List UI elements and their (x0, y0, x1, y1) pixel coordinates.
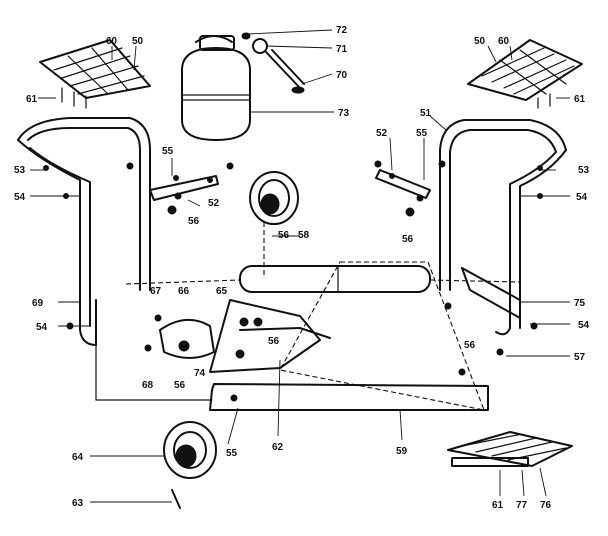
callout-50-left: 50 (132, 36, 144, 47)
propane-tank (181, 35, 251, 141)
callout-56-left: 56 (188, 216, 200, 227)
callout-54-right-top: 54 (576, 192, 588, 203)
leader-lines (30, 29, 570, 503)
callout-67: 67 (150, 286, 162, 297)
callout-56-lower: 56 (174, 380, 186, 391)
callout-56-mid: 56 (268, 336, 280, 347)
shelf-hidden-edges (279, 261, 485, 411)
callout-73: 73 (338, 108, 350, 119)
callout-65: 65 (216, 286, 228, 297)
callout-61-bottom: 61 (492, 500, 504, 511)
callout-64: 64 (72, 452, 84, 463)
callout-72: 72 (336, 25, 348, 36)
callout-56-rightlow: 56 (464, 340, 476, 351)
callout-63: 63 (72, 498, 84, 509)
callout-55-right: 55 (416, 128, 428, 139)
callout-61-left: 61 (26, 94, 38, 105)
left-frame-leg (17, 117, 151, 346)
callout-71: 71 (336, 44, 348, 55)
lower-wheel (163, 421, 217, 509)
callout-54-left-top: 54 (14, 192, 26, 203)
callout-56-center: 56 (278, 230, 290, 241)
callout-52-right: 52 (376, 128, 388, 139)
upper-wheel (249, 171, 299, 225)
callout-55-bottom: 55 (226, 448, 238, 459)
callout-75: 75 (574, 298, 586, 309)
base-frame (95, 344, 489, 411)
callout-51: 51 (420, 108, 432, 119)
callout-50-right: 50 (474, 36, 486, 47)
side-bracket (461, 267, 521, 319)
leader-dash-axle-left (125, 279, 241, 285)
callout-56-right: 56 (402, 234, 414, 245)
callout-60-left: 60 (106, 36, 118, 47)
callout-58: 58 (298, 230, 310, 241)
bottom-grate (447, 431, 573, 467)
axle-tube (239, 265, 431, 293)
callout-53-left: 53 (14, 165, 26, 176)
callout-53-right: 53 (578, 165, 590, 176)
callout-52-left: 52 (208, 198, 220, 209)
leader-dash-axle-right (429, 279, 521, 283)
tank-clamp (159, 319, 215, 359)
left-bracket (149, 175, 219, 201)
callout-74: 74 (194, 368, 206, 379)
left-grate (39, 39, 151, 109)
callout-61-right: 61 (574, 94, 586, 105)
callout-60-right: 60 (498, 36, 510, 47)
callout-labels: 72 71 70 73 60 50 61 50 60 61 51 53 53 5… (14, 25, 590, 511)
callout-76: 76 (540, 500, 552, 511)
callout-69: 69 (32, 298, 44, 309)
callout-70: 70 (336, 70, 348, 81)
callout-68: 68 (142, 380, 154, 391)
callout-66: 66 (178, 286, 190, 297)
callout-57: 57 (574, 352, 586, 363)
right-bracket (375, 169, 431, 199)
callout-77: 77 (516, 500, 528, 511)
callout-55-left: 55 (162, 146, 174, 157)
callout-54-left-bottom: 54 (36, 322, 48, 333)
callout-62: 62 (272, 442, 284, 453)
callout-54-right-bottom: 54 (578, 320, 590, 331)
center-bracket (209, 299, 331, 373)
regulator-assembly (241, 32, 305, 94)
right-grate (467, 39, 583, 109)
right-frame-leg (439, 119, 567, 336)
callout-59: 59 (396, 446, 408, 457)
